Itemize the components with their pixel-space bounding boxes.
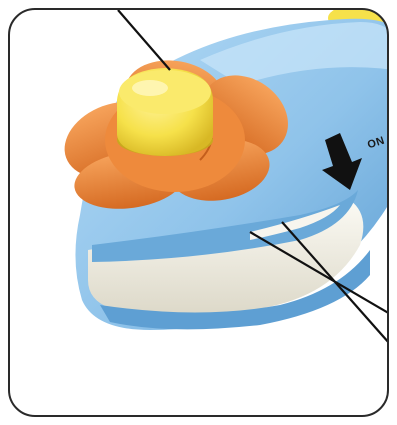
power-push-button[interactable] [117,68,213,156]
